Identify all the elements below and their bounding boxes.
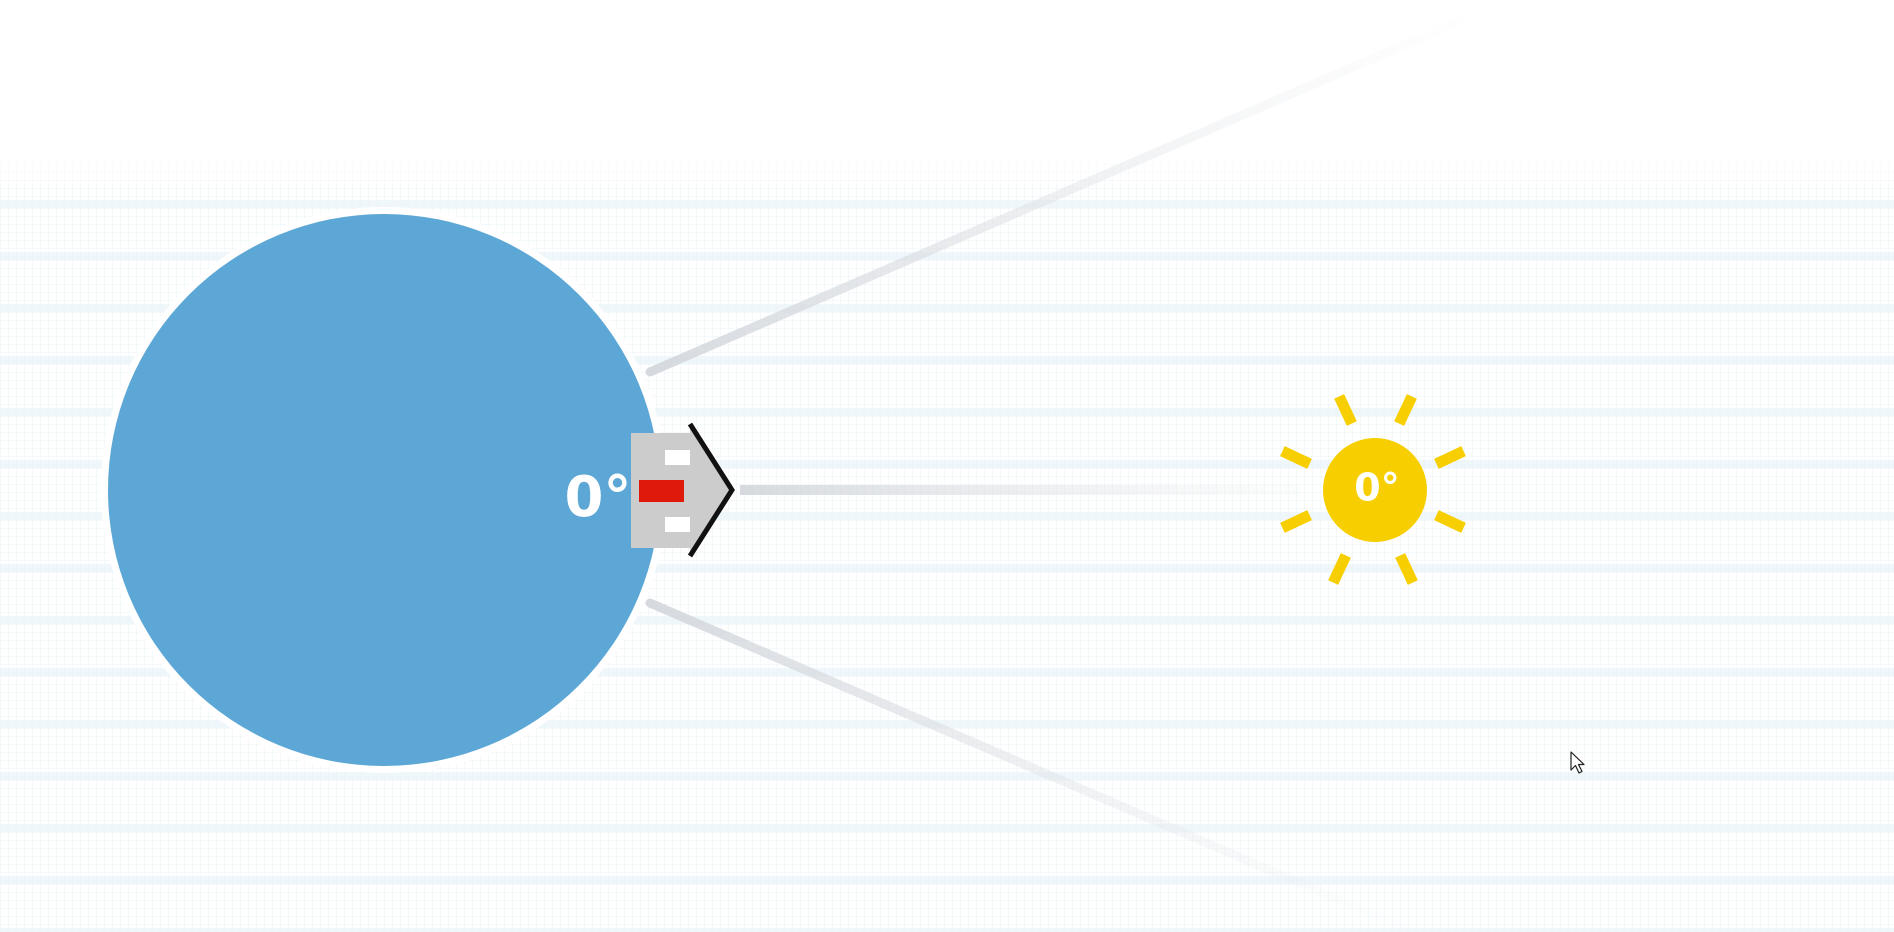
mouse-pointer-icon [1570,751,1585,774]
sun-ray [1394,394,1417,426]
house-roof [687,422,735,558]
sun-angle-label: 0° [1354,466,1399,510]
sun-ray [1395,553,1418,585]
sun-ray [1328,553,1351,585]
sun-ray [1434,510,1466,533]
beam-lower [645,598,1424,932]
sun-ray [1280,510,1312,533]
sun-ray [1434,446,1466,469]
sun-icon[interactable]: 0° [1280,394,1466,585]
house-window-bottom [665,517,690,532]
sun-rays [1280,394,1466,585]
house-icon[interactable] [631,422,735,558]
beam-upper [645,7,1485,377]
earth-circle[interactable] [108,214,660,766]
sun-ray [1280,446,1312,469]
sun-ray [1334,394,1357,426]
house-door [639,480,684,502]
house-roof-fill [690,426,731,554]
background-fade [0,150,1894,190]
sun-disc [1323,438,1427,542]
house-window-top [665,450,690,465]
earth-angle-label: 0° [565,465,632,530]
